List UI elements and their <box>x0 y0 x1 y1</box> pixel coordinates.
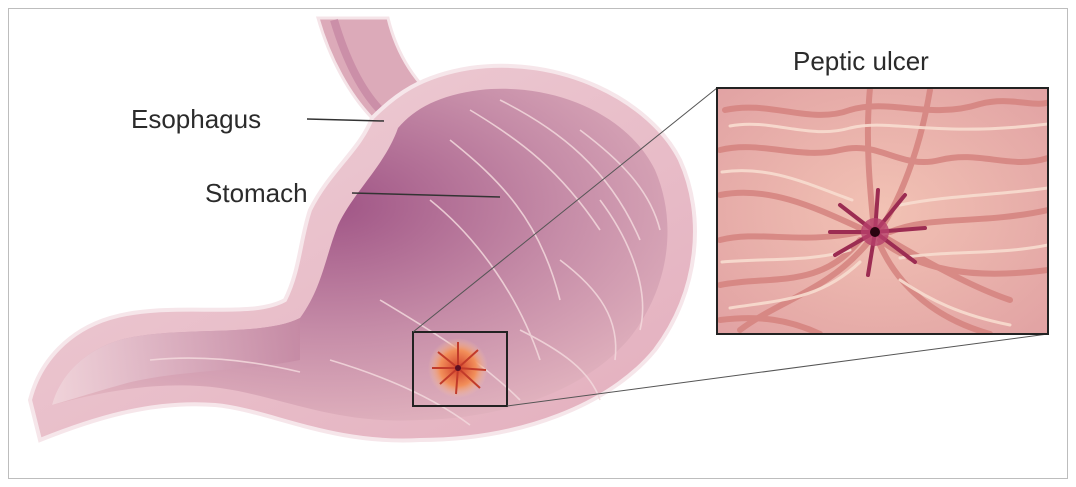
stomach-label: Stomach <box>205 180 308 206</box>
ulcer-closeup-illustration <box>717 88 1050 334</box>
ulcer-location-mark <box>428 338 488 398</box>
esophagus-label: Esophagus <box>131 106 261 132</box>
peptic-ulcer-title: Peptic ulcer <box>793 48 929 74</box>
